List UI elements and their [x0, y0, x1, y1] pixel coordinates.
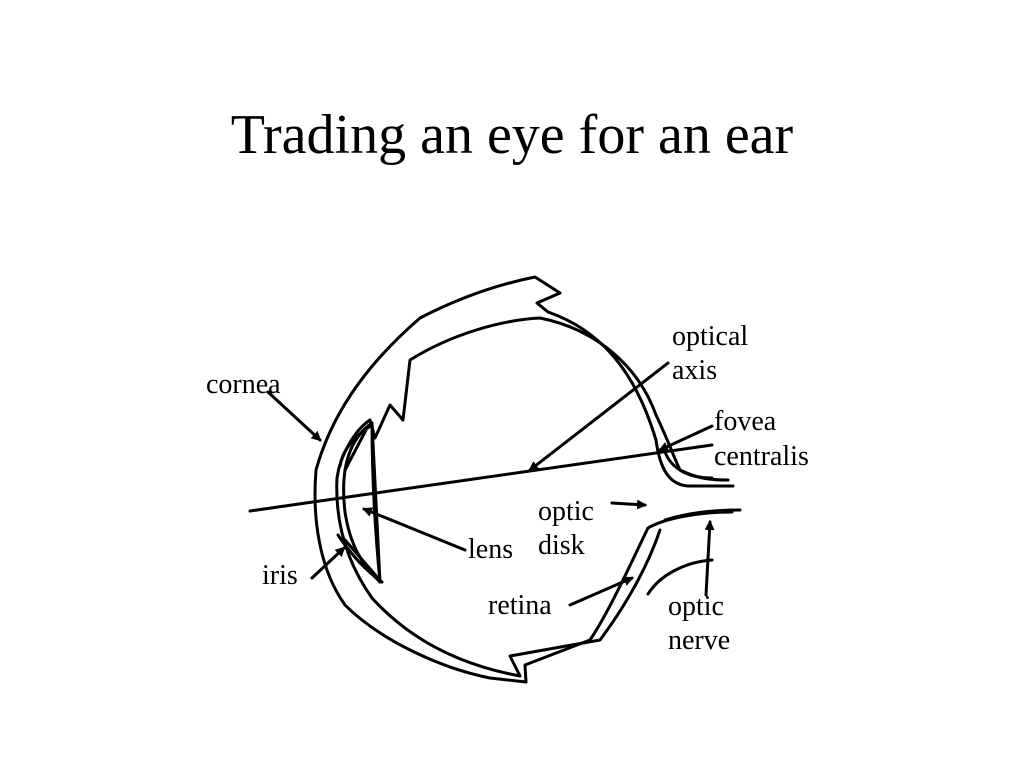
slide-title: Trading an eye for an ear [230, 104, 794, 166]
lens-arrow [362, 507, 467, 552]
sclera-outer [313, 275, 735, 684]
label-optic-disk-2: disk [538, 530, 585, 561]
label-optic-disk-1: optic [538, 496, 594, 527]
cornea-arrow [266, 390, 322, 442]
optic-nerve-lower [646, 558, 714, 596]
label-iris: iris [262, 560, 298, 591]
label-fovea-2: centralis [714, 441, 809, 472]
optical-axis-line [248, 443, 714, 513]
label-optic-nerve-1: optic [668, 591, 724, 622]
optic-disk-arrow [610, 499, 647, 510]
fovea-strand [663, 450, 714, 480]
label-cornea: cornea [206, 369, 281, 400]
label-retina: retina [488, 590, 552, 621]
optical-axis-arrow [528, 361, 670, 472]
iris-arrow [310, 546, 346, 580]
label-optical-axis-2: axis [672, 355, 717, 386]
retina-arrow [568, 576, 634, 607]
retina-inner [335, 316, 730, 678]
label-lens: lens [468, 534, 513, 565]
label-optic-nerve-2: nerve [668, 625, 730, 656]
label-fovea-1: fovea [714, 406, 777, 437]
lens-axis [370, 421, 382, 584]
iris-shape-2 [343, 428, 380, 580]
optic-nerve-arrow [704, 520, 715, 597]
fovea-arrow [658, 424, 714, 452]
optic-nerve-line [663, 508, 742, 522]
label-optical-axis-1: optical [672, 321, 748, 352]
